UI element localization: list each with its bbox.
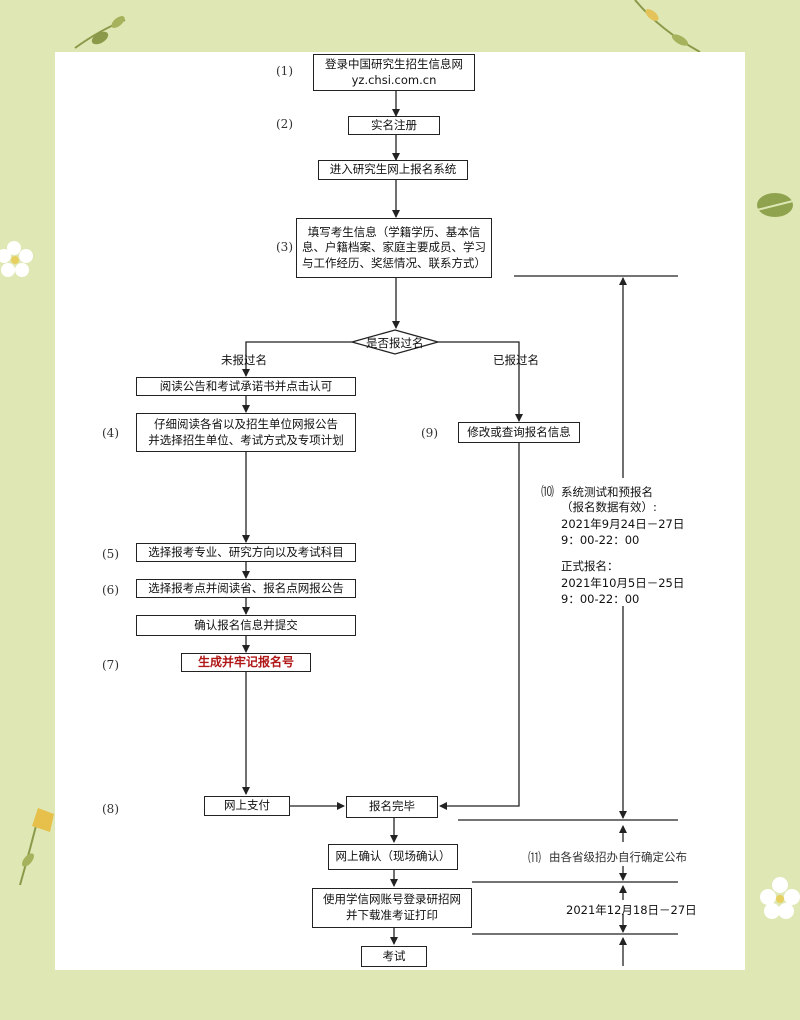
online-confirm-box: 网上确认（现场确认） (328, 844, 458, 870)
login-website-line2: yz.chsi.com.cn (351, 72, 437, 87)
fill-info-box: 填写考生信息（学籍学历、基本信 息、户籍档案、家庭主要成员、学习 与工作经历、奖… (296, 218, 492, 278)
step-number-8: (8) (102, 802, 119, 816)
download-ticket-line1: 使用学信网账号登录研招网 (323, 892, 461, 907)
fill-info-line2: 息、户籍档案、家庭主要成员、学习 (302, 240, 486, 255)
read-notice-box: 阅读公告和考试承诺书并点击认可 (136, 377, 356, 396)
exam-label: 考试 (382, 948, 406, 963)
step-number-7: (7) (102, 658, 119, 672)
step-number-6: (6) (102, 583, 119, 597)
step-number-2: (2) (276, 117, 293, 131)
step-number-3: (3) (276, 240, 293, 254)
timeline-formal-title: 正式报名： (561, 559, 619, 573)
decision-no-label: 未报过名 (221, 353, 267, 367)
read-detail-line1: 仔细阅读各省以及招生单位网报公告 (154, 416, 338, 431)
registration-done-box: 报名完毕 (346, 796, 438, 818)
registration-done-label: 报名完毕 (369, 799, 415, 814)
step-number-9: (9) (421, 426, 438, 440)
leaf-decoration (756, 193, 798, 217)
flower-decoration (760, 877, 800, 919)
choose-site-box: 选择报考点并阅读省、报名点网报公告 (136, 579, 356, 598)
decision-question: 是否报过名 (366, 336, 424, 350)
modify-box: 修改或查询报名信息 (458, 422, 580, 443)
step-number-4: (4) (102, 426, 119, 440)
enter-system-label: 进入研究生网上报名系统 (329, 162, 457, 177)
online-confirm-label: 网上确认（现场确认） (335, 849, 451, 864)
timeline-print-date: 2021年12月18日－27日 (566, 903, 697, 917)
enter-system-box: 进入研究生网上报名系统 (318, 160, 468, 180)
exam-box: 考试 (361, 946, 427, 967)
timeline-formal-time: 9：00-22：00 (561, 592, 640, 606)
leaf-decoration (74, 16, 126, 49)
choose-major-box: 选择报考专业、研究方向以及考试科目 (136, 543, 356, 562)
confirm-submit-box: 确认报名信息并提交 (136, 615, 356, 636)
step-number-5: (5) (102, 547, 119, 561)
login-website-line1: 登录中国研究生招生信息网 (325, 56, 463, 71)
online-pay-label: 网上支付 (224, 798, 270, 813)
bell-flower-decoration (19, 808, 54, 886)
register-label: 实名注册 (371, 117, 417, 132)
timeline-pretest-date: 2021年9月24日－27日 (561, 517, 685, 531)
timeline-pretest-title: 系统测试和预报名 (561, 485, 653, 499)
choose-major-label: 选择报考专业、研究方向以及考试科目 (148, 544, 344, 559)
flower-decoration (0, 241, 33, 277)
choose-site-label: 选择报考点并阅读省、报名点网报公告 (148, 580, 344, 595)
timeline-pretest-time: 9：00-22：00 (561, 533, 640, 547)
generate-number-box: 生成并牢记报名号 (181, 653, 311, 672)
online-pay-box: 网上支付 (204, 796, 290, 816)
download-ticket-box: 使用学信网账号登录研招网并下载准考证打印 (312, 888, 472, 928)
fill-info-line3: 与工作经历、奖惩情况、联系方式） (302, 255, 486, 270)
read-detail-box: 仔细阅读各省以及招生单位网报公告并选择招生单位、考试方式及专项计划 (136, 413, 356, 452)
modify-label: 修改或查询报名信息 (467, 424, 571, 439)
decision-yes-label: 已报过名 (493, 353, 539, 367)
leaf-decoration (634, 0, 701, 53)
timeline-confirm-note: 由各省级招办自行确定公布 (549, 850, 687, 864)
register-box: 实名注册 (348, 116, 440, 135)
read-detail-line2: 并选择招生单位、考试方式及专项计划 (148, 432, 344, 447)
timeline-pretest-note: （报名数据有效）: (561, 500, 657, 514)
generate-number-label: 生成并牢记报名号 (197, 655, 294, 670)
step-number-11: ⑾ (528, 851, 542, 866)
confirm-submit-label: 确认报名信息并提交 (194, 617, 298, 632)
timeline-formal-date: 2021年10月5日－25日 (561, 576, 685, 590)
download-ticket-line2: 并下载准考证打印 (346, 908, 438, 922)
fill-info-line1: 填写考生信息（学籍学历、基本信 (307, 224, 481, 239)
step-number-1: (1) (276, 64, 293, 78)
step-number-10: ⑽ (541, 485, 555, 500)
read-notice-label: 阅读公告和考试承诺书并点击认可 (159, 378, 333, 393)
